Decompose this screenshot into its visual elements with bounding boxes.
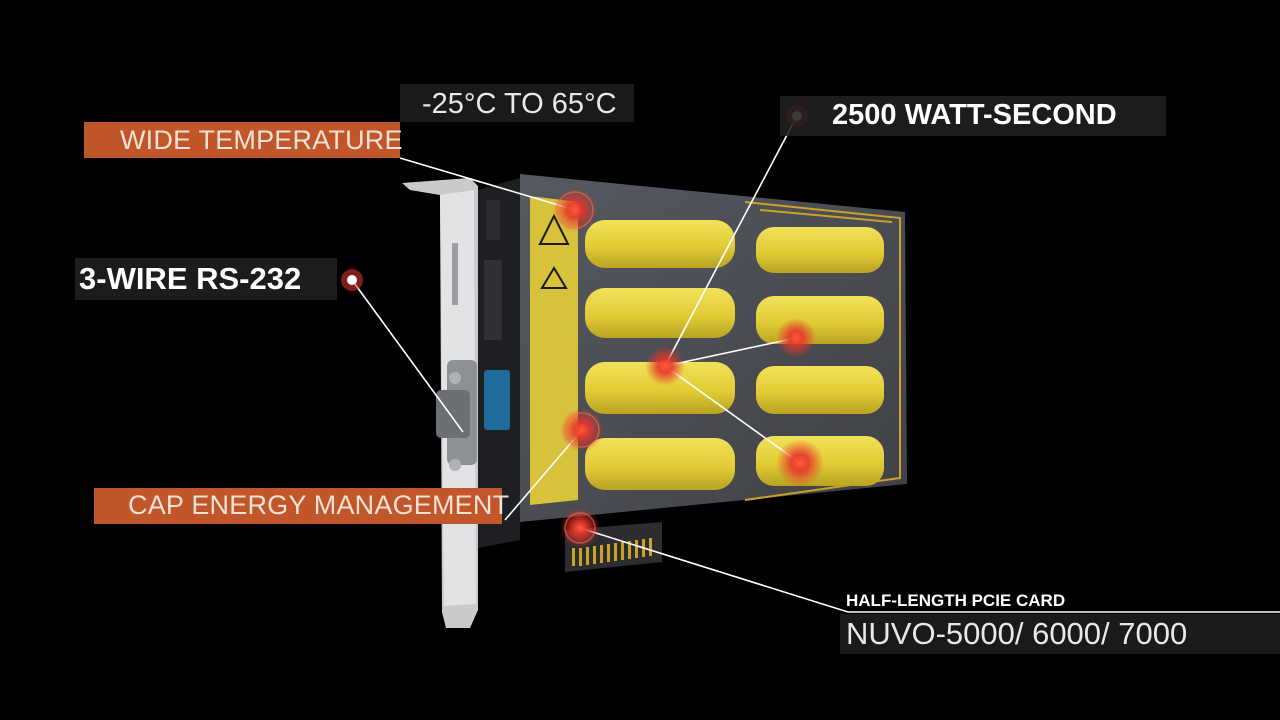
callout-lines bbox=[351, 115, 1280, 613]
pcb-rear bbox=[478, 178, 520, 548]
rs232-label: 3-WIRE RS-232 bbox=[75, 258, 337, 300]
cap-energy-label: CAP ENERGY MANAGEMENT bbox=[94, 488, 509, 524]
half-length-label: HALF-LENGTH PCIE CARD bbox=[846, 591, 1066, 610]
hotspot-markers bbox=[341, 105, 824, 548]
temperature-range-label: -25°C TO 65°C bbox=[400, 84, 634, 122]
wide-temperature-label: WIDE TEMPERATURE bbox=[84, 122, 403, 158]
pcie-bracket bbox=[402, 178, 478, 628]
nuvo-models-label: NUVO-5000/ 6000/ 7000 bbox=[840, 614, 1280, 654]
watt-second-label: 2500 WATT-SECOND bbox=[780, 96, 1166, 136]
capacitors-left bbox=[585, 220, 735, 490]
